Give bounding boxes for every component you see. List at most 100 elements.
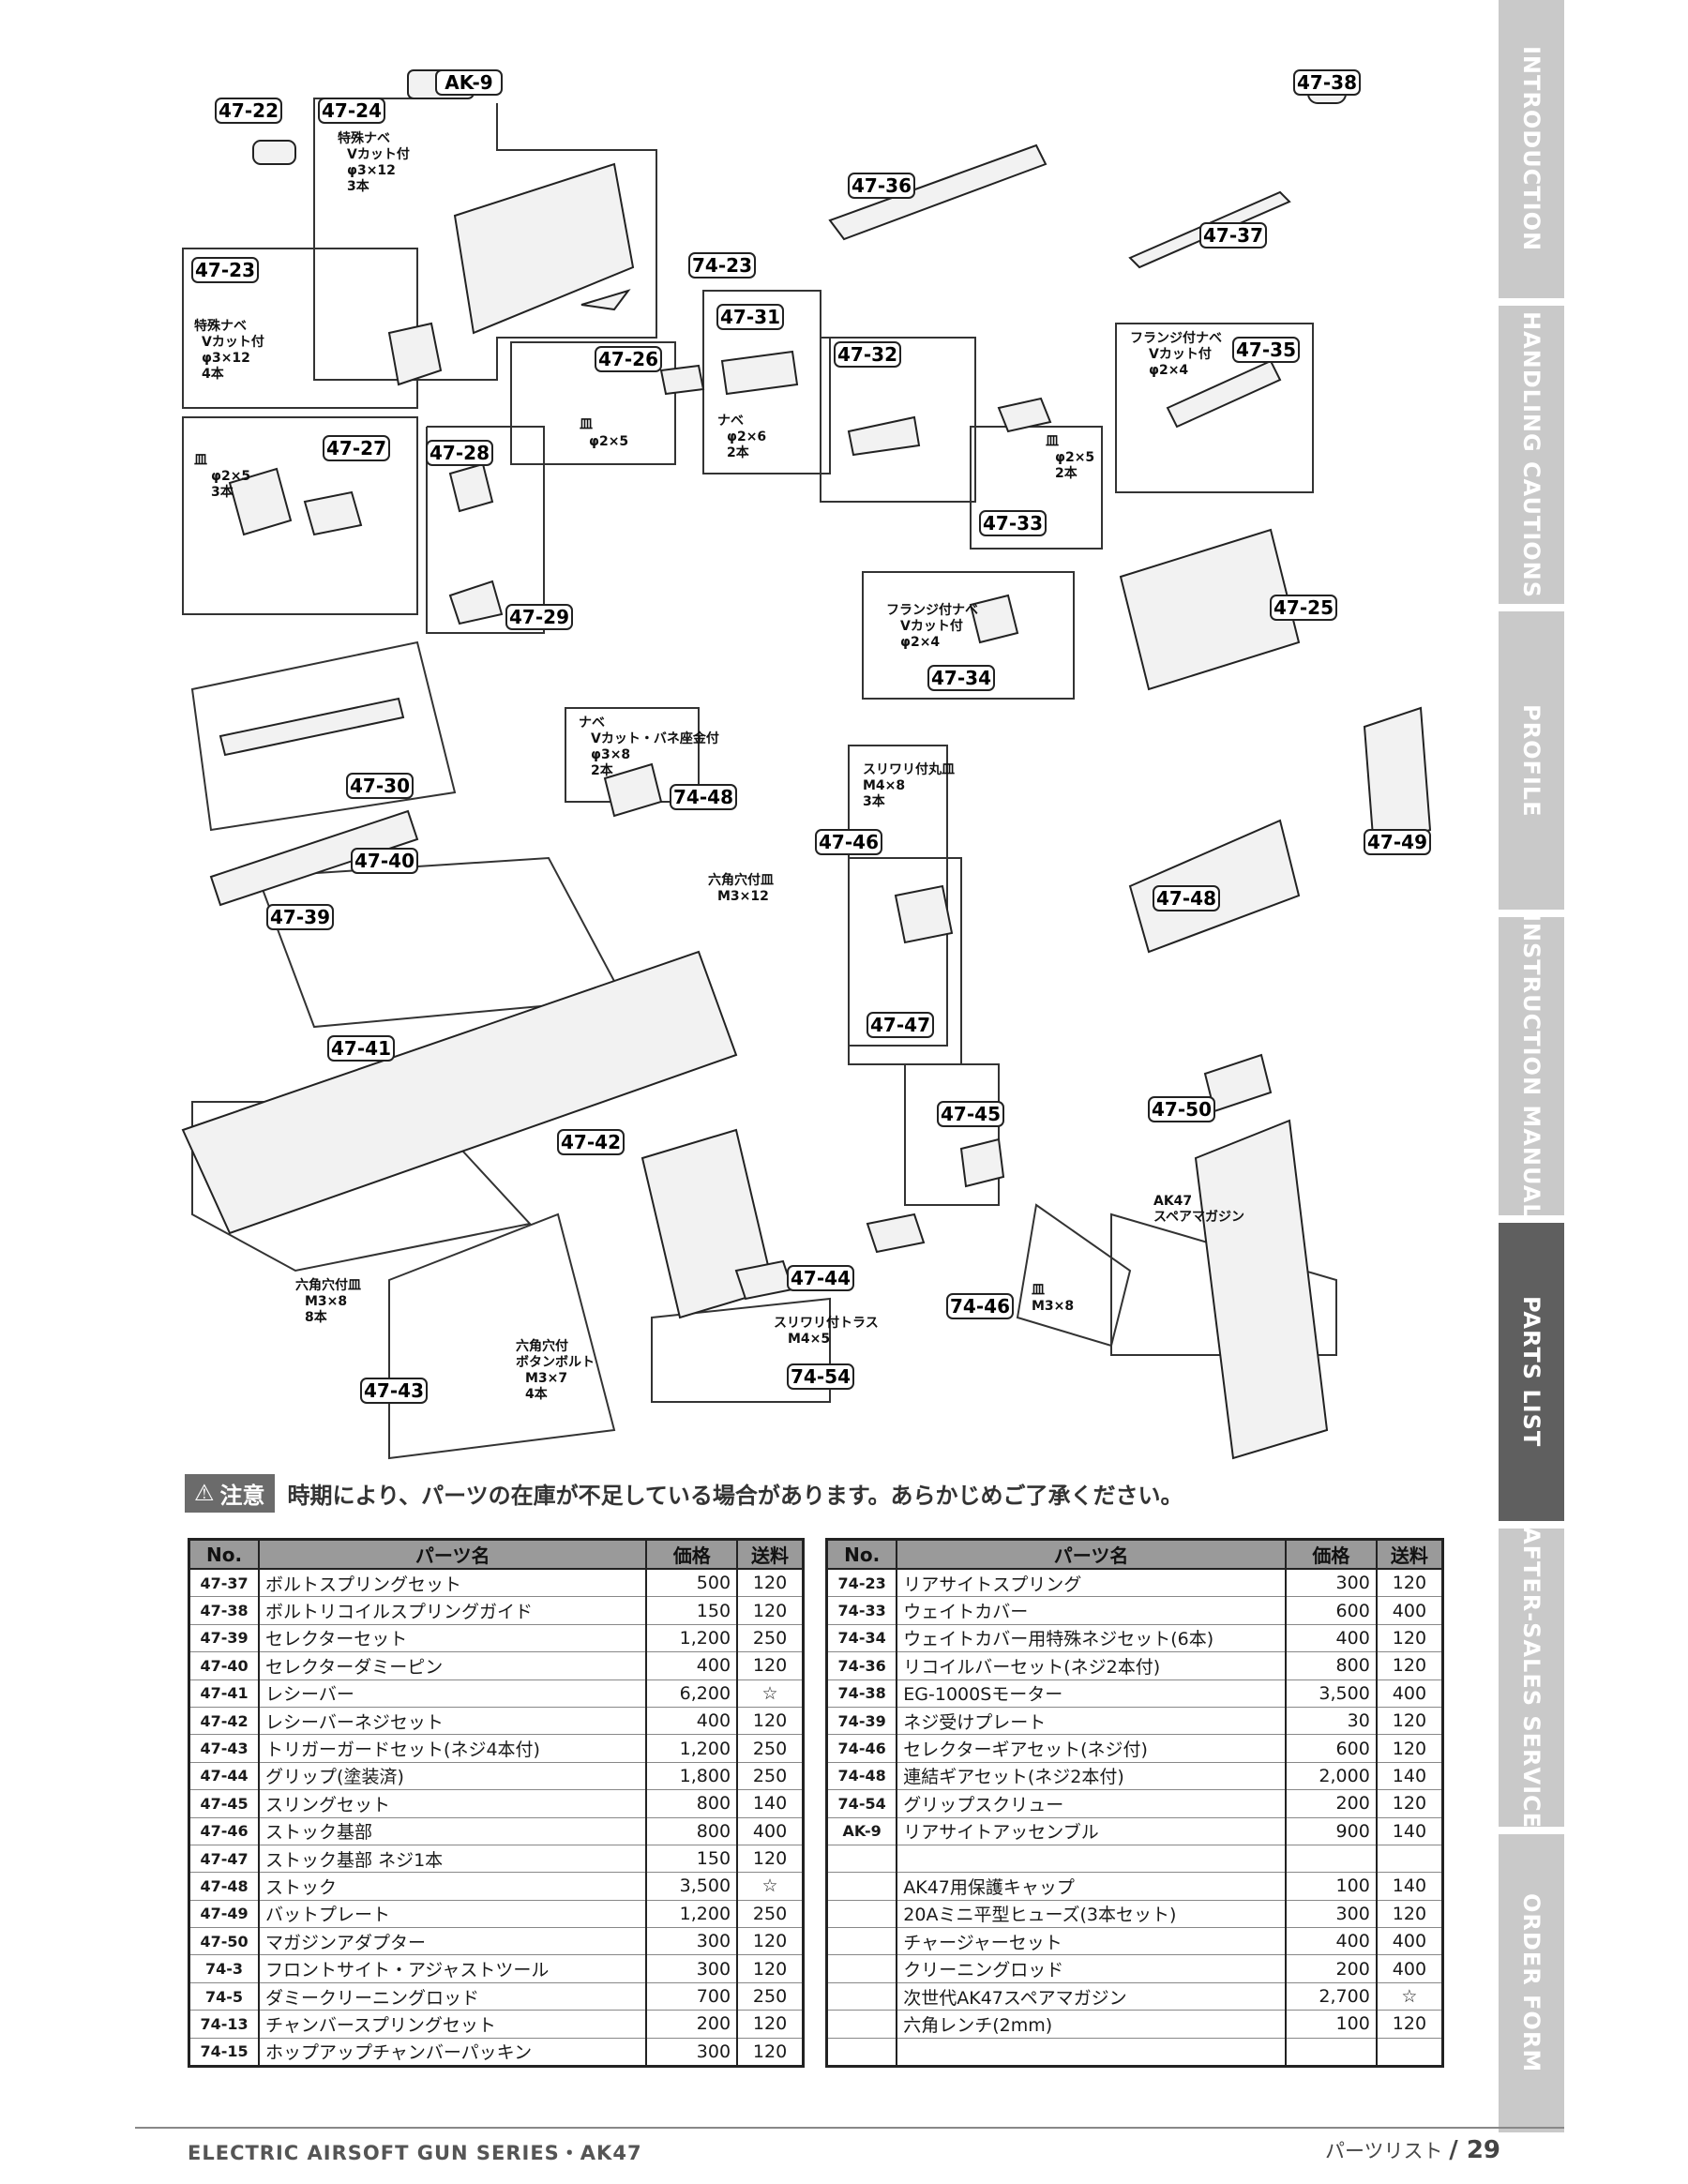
shipping-cell: 120 [736, 1596, 805, 1625]
svg-text:47-45: 47-45 [941, 1103, 1001, 1125]
table-header-row: No. パーツ名 価格 送料 [188, 1538, 805, 1570]
part-label: 47-49 [1364, 829, 1431, 855]
svg-text:47-46: 47-46 [819, 831, 879, 853]
part-label: 47-39 [266, 904, 334, 930]
price-cell: 100 [1284, 1872, 1378, 1901]
part-name-cell: マガジンアダプター [258, 1927, 648, 1956]
price-cell: 300 [645, 1954, 739, 1983]
shipping-cell: 120 [736, 2010, 805, 2039]
part-number-cell: 74-36 [825, 1651, 898, 1680]
part-number-cell: 74-34 [825, 1624, 898, 1653]
part-name-cell: チャンバースプリングセット [258, 2010, 648, 2039]
svg-text:47-47: 47-47 [870, 1014, 930, 1036]
price-cell: 400 [1284, 1927, 1378, 1956]
tab-label: ORDER FORM [1518, 1893, 1545, 2073]
part-number-cell: 47-47 [188, 1845, 261, 1874]
part-name-cell [896, 2038, 1287, 2068]
shipping-cell: 120 [736, 1954, 805, 1983]
part-label: 47-50 [1148, 1096, 1215, 1122]
caution-badge-label: 注意 [219, 1482, 265, 1509]
part-name-cell: 20Aミニ平型ヒューズ(3本セット) [896, 1900, 1287, 1929]
part-number-cell: 74-5 [188, 1982, 261, 2011]
svg-text:47-25: 47-25 [1274, 596, 1334, 619]
shipping-cell: ☆ [736, 1872, 805, 1901]
part-number-cell: AK-9 [825, 1817, 898, 1845]
svg-text:47-43: 47-43 [364, 1379, 424, 1402]
tab-label: PROFILE [1518, 703, 1545, 818]
footer-page-info: パーツリスト / 29 [1325, 2136, 1500, 2164]
price-cell: 1,200 [645, 1624, 739, 1653]
price-cell: 900 [1284, 1817, 1378, 1845]
shipping-cell: 400 [736, 1817, 805, 1845]
price-cell: 1,200 [645, 1900, 739, 1929]
part-name-cell: ダミークリーニングロッド [258, 1982, 648, 2011]
col-price: 価格 [645, 1538, 739, 1570]
svg-text:47-48: 47-48 [1156, 887, 1216, 910]
svg-text:47-33: 47-33 [983, 512, 1043, 535]
svg-text:47-37: 47-37 [1203, 224, 1263, 247]
shipping-cell: 120 [1375, 1624, 1444, 1653]
tab-after-sales-service[interactable]: AFTER-SALES SERVICE [1499, 1527, 1564, 1829]
price-cell: 600 [1284, 1596, 1378, 1625]
part-name-cell: フロントサイト・アジャストツール [258, 1954, 648, 1983]
svg-text:47-38: 47-38 [1297, 71, 1357, 94]
part-name-cell: レシーバーネジセット [258, 1707, 648, 1736]
part-number-cell [825, 2038, 898, 2068]
shipping-cell: 120 [736, 1651, 805, 1680]
tab-introduction[interactable]: INTRODUCTION [1499, 0, 1564, 298]
shipping-cell: 140 [1375, 1762, 1444, 1791]
part-number-cell: 74-3 [188, 1954, 261, 1983]
price-cell [1284, 2038, 1378, 2068]
svg-text:AK-9: AK-9 [445, 71, 492, 94]
svg-text:47-49: 47-49 [1367, 831, 1427, 853]
part-name-cell: ボルトリコイルスプリングガイド [258, 1596, 648, 1625]
shipping-cell: 250 [736, 1982, 805, 2011]
part-label: 47-36 [848, 173, 915, 199]
tab-order-form[interactable]: ORDER FORM [1499, 1834, 1564, 2132]
tab-handling-cautions[interactable]: HANDLING CAUTIONS [1499, 306, 1564, 604]
svg-text:47-36: 47-36 [852, 174, 912, 197]
shipping-cell: 250 [736, 1624, 805, 1653]
part-name-cell: スリングセット [258, 1789, 648, 1818]
part-number-cell: 47-49 [188, 1900, 261, 1929]
part-number-cell: 47-43 [188, 1734, 261, 1763]
tab-profile[interactable]: PROFILE [1499, 611, 1564, 910]
page-number: 29 [1466, 2136, 1500, 2164]
col-name: パーツ名 [896, 1538, 1287, 1570]
part-number-cell [825, 1927, 898, 1956]
part-name-cell: リアサイトスプリング [896, 1569, 1287, 1598]
part-number-cell [825, 1872, 898, 1901]
part-label: 47-45 [937, 1101, 1004, 1127]
shipping-cell: 120 [736, 1845, 805, 1874]
part-label: 74-46 [946, 1293, 1014, 1319]
price-cell: 200 [1284, 1789, 1378, 1818]
tab-instruction-manual[interactable]: INSTRUCTION MANUAL [1499, 913, 1564, 1219]
tab-label: HANDLING CAUTIONS [1518, 310, 1545, 599]
table-row [825, 2038, 1444, 2068]
svg-text:47-28: 47-28 [430, 442, 490, 464]
exploded-parts-diagram: AK-9 47-22 47-24 47-38 47-36 47-37 47-23… [181, 69, 1432, 1460]
tab-parts-list[interactable]: PARTS LIST [1499, 1223, 1564, 1521]
part-number-cell [825, 2010, 898, 2039]
price-cell: 150 [645, 1596, 739, 1625]
shipping-cell: 120 [1375, 1569, 1444, 1598]
part-number-cell: 47-46 [188, 1817, 261, 1845]
price-cell: 400 [1284, 1624, 1378, 1653]
price-cell: 300 [645, 1927, 739, 1956]
